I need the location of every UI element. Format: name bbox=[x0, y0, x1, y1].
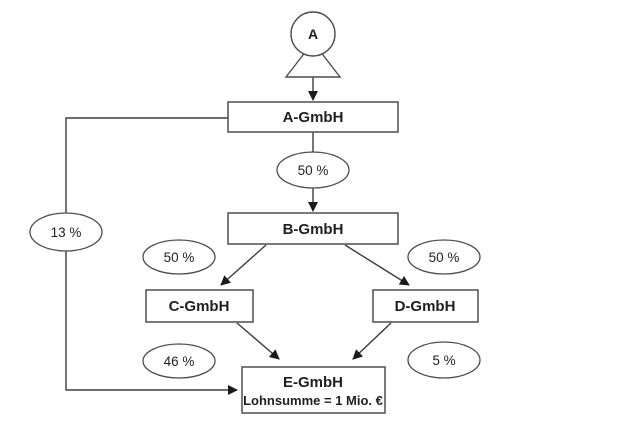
share-label-d-e: 5 % bbox=[432, 353, 455, 368]
share-ellipse-a-b bbox=[276, 151, 350, 189]
share-label-c-e: 46 % bbox=[164, 354, 195, 369]
share-ellipse-c-e bbox=[142, 343, 216, 379]
node-b-gmbh bbox=[227, 212, 399, 245]
share-ellipse-d-e bbox=[407, 341, 481, 379]
person-symbol: A bbox=[284, 11, 342, 78]
edge-c-gmbh-to-e-gmbh bbox=[236, 322, 280, 360]
share-label-a-b: 50 % bbox=[298, 163, 329, 178]
share-ellipse-a-e bbox=[29, 212, 103, 252]
node-e-gmbh-sublabel: Lohnsumme = 1 Mio. € bbox=[243, 393, 383, 408]
share-label-b-d: 50 % bbox=[429, 250, 460, 265]
edge-lines bbox=[65, 77, 410, 395]
share-ellipses: 50 % 13 % 50 % 50 % 46 % 5 % bbox=[29, 151, 481, 379]
node-d-gmbh-label: D-GmbH bbox=[395, 298, 456, 315]
share-label-b-c: 50 % bbox=[164, 250, 195, 265]
edge-d-gmbh-to-e-gmbh bbox=[352, 322, 392, 360]
node-e-gmbh-label: E-GmbH bbox=[283, 374, 343, 391]
person-head-circle bbox=[290, 11, 336, 57]
edge-b-gmbh-to-d-gmbh bbox=[344, 244, 410, 286]
node-a-gmbh bbox=[227, 101, 399, 133]
node-a-gmbh-label: A-GmbH bbox=[283, 109, 344, 126]
share-ellipse-b-d bbox=[407, 239, 481, 275]
share-ellipse-b-c bbox=[142, 239, 216, 275]
company-nodes: A-GmbH B-GmbH C-GmbH D-GmbH E-GmbH Lohns… bbox=[145, 101, 479, 414]
node-e-gmbh bbox=[241, 366, 386, 414]
edge-a-gmbh-to-e-gmbh bbox=[65, 117, 238, 395]
person-body-triangle bbox=[284, 40, 342, 78]
share-label-a-e: 13 % bbox=[51, 225, 82, 240]
person-label: A bbox=[308, 26, 318, 42]
node-c-gmbh-label: C-GmbH bbox=[169, 298, 230, 315]
edge-b-gmbh-to-c-gmbh bbox=[220, 244, 267, 286]
node-c-gmbh bbox=[145, 289, 254, 323]
node-b-gmbh-label: B-GmbH bbox=[283, 221, 344, 238]
node-d-gmbh bbox=[372, 289, 479, 323]
